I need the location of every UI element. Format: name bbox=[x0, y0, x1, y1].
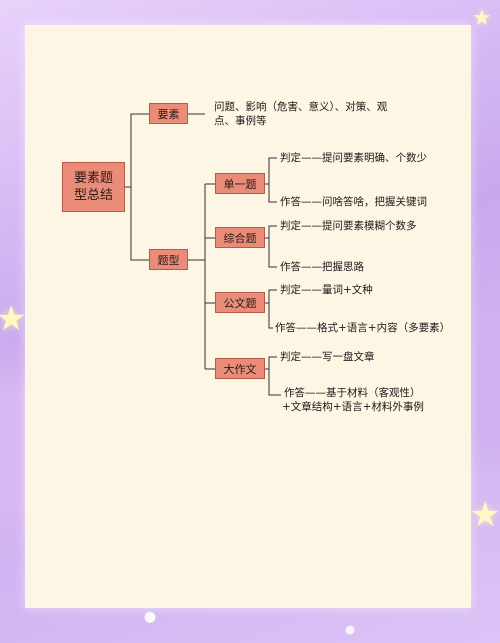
essay-answer-line-2: +文章结构+语言+材料外事例 bbox=[282, 401, 424, 413]
node-essay-question: 大作文 bbox=[215, 358, 265, 379]
connector-lines bbox=[125, 113, 281, 396]
node-comprehensive-question-label: 综合题 bbox=[223, 231, 257, 245]
comprehensive-judge-text: 判定——提问要素模糊个数多 bbox=[280, 220, 417, 232]
star-decoration-icon: ★ bbox=[470, 495, 500, 535]
official-answer-text: 作答——格式+语言+内容（多要素） bbox=[275, 322, 451, 334]
root-label: 要素题型总结 bbox=[73, 171, 113, 203]
node-question-types-label: 题型 bbox=[157, 253, 180, 267]
root-node: 要素题型总结 bbox=[62, 162, 125, 212]
node-essay-question-label: 大作文 bbox=[223, 362, 257, 376]
essay-judge-text: 判定——写一盘文章 bbox=[280, 351, 375, 363]
mindmap-card: 要素题型总结 要素 问题、影响（危害、意义）、对策、观 点、事例等 题型 单一题… bbox=[25, 25, 471, 608]
node-elements-label: 要素 bbox=[157, 107, 180, 121]
single-judge-text: 判定——提问要素明确、个数少 bbox=[280, 152, 427, 164]
star-decoration-icon: ★ bbox=[472, 6, 492, 31]
elements-description-line-2: 点、事例等 bbox=[214, 115, 267, 127]
official-judge-text: 判定——量词+文种 bbox=[280, 284, 373, 296]
node-single-question: 单一题 bbox=[215, 173, 265, 194]
node-official-document-question: 公文题 bbox=[215, 292, 265, 313]
node-question-types: 题型 bbox=[149, 249, 188, 270]
essay-answer-line-1: 作答——基于材料（客观性） bbox=[284, 387, 421, 399]
node-single-question-label: 单一题 bbox=[223, 177, 257, 191]
node-elements: 要素 bbox=[149, 103, 188, 124]
comprehensive-answer-text: 作答——把握思路 bbox=[280, 261, 364, 273]
single-answer-text: 作答——问啥答啥，把握关键词 bbox=[280, 196, 427, 208]
node-official-document-question-label: 公文题 bbox=[223, 296, 257, 310]
node-comprehensive-question: 综合题 bbox=[215, 227, 265, 248]
elements-description-line-1: 问题、影响（危害、意义）、对策、观 bbox=[214, 101, 388, 113]
star-decoration-icon: ★ bbox=[0, 299, 27, 339]
